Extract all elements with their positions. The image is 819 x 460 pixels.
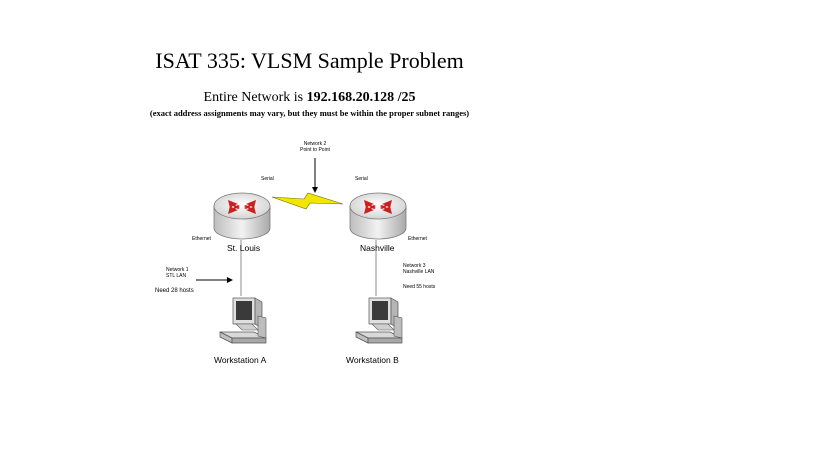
stl-serial-label: Serial bbox=[261, 176, 274, 182]
router-icon bbox=[349, 192, 407, 240]
workstation-icon bbox=[219, 297, 267, 344]
nashville-ethernet-label: Ethernet bbox=[408, 236, 427, 242]
network3-lan: Nashville LAN bbox=[403, 269, 435, 275]
subtitle-prefix: Entire Network is bbox=[203, 90, 307, 105]
network1-lan: STL LAN bbox=[166, 273, 187, 279]
network1-label: Network 1 STL LAN bbox=[166, 267, 189, 279]
assignment-note: (exact address assignments may vary, but… bbox=[149, 108, 470, 118]
workstation-a-label: Workstation A bbox=[214, 355, 267, 365]
network-subtitle: Entire Network is 192.168.20.128 /25 bbox=[0, 90, 619, 106]
nashville-router-name: Nashville bbox=[360, 243, 395, 253]
lightning-bolt-icon bbox=[271, 192, 344, 210]
network3-name: Network 3 bbox=[403, 263, 426, 269]
network2-name: Network 2 bbox=[303, 141, 327, 147]
workstation-b-label: Workstation B bbox=[346, 355, 399, 365]
network2-label: Network 2 Point to Point bbox=[290, 141, 340, 153]
network1-name: Network 1 bbox=[166, 267, 189, 273]
network2-type: Point to Point bbox=[300, 147, 330, 153]
network1-hosts: Need 28 hosts bbox=[155, 288, 194, 294]
workstation-icon bbox=[355, 297, 403, 344]
page-title: ISAT 335: VLSM Sample Problem bbox=[155, 48, 464, 73]
stl-ethernet-label: Ethernet bbox=[192, 236, 211, 242]
nashville-serial-label: Serial bbox=[355, 176, 368, 182]
router-icon bbox=[213, 192, 271, 240]
network-address: 192.168.20.128 /25 bbox=[306, 90, 416, 105]
network3-label: Network 3 Nashville LAN bbox=[403, 263, 434, 275]
network3-hosts: Need 55 hosts bbox=[403, 284, 436, 290]
stl-router-name: St. Louis bbox=[227, 243, 261, 253]
